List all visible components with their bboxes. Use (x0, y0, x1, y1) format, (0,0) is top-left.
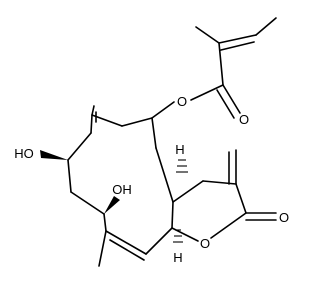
wedge-hydroxyl-left (40, 150, 68, 160)
ring-bond-4 (90, 114, 93, 134)
bond-ring-methyl (98, 230, 107, 267)
ester-oxygen-label: O (177, 94, 187, 109)
hydroxyl-center-label: OH (112, 182, 132, 197)
ring-bond-3 (91, 114, 123, 127)
ring-bond-6 (67, 159, 72, 193)
hydroxyl-left-label: HO (14, 146, 34, 161)
ester-side-chain (190, 17, 277, 119)
stereo-h-right-label: H (173, 250, 182, 265)
molecule-structure: O O HO OH O O (14, 17, 289, 267)
wedge-hydroxyl-center (104, 196, 120, 214)
stereo-h-left-label: H (175, 142, 184, 157)
bond-methyl-alkene (195, 26, 220, 44)
lactone-bond-4 (210, 212, 247, 239)
carbonyl-oxygen-label: O (239, 112, 249, 127)
bond-alkene-carbonyl (218, 42, 224, 86)
stereo-hash-right (173, 229, 183, 243)
ring-bond-5 (67, 132, 92, 161)
ring-bond-double-second (109, 239, 145, 261)
lactone-bond-1 (172, 180, 204, 203)
ring-bond-10 (171, 201, 174, 229)
ring-bond-8 (103, 213, 107, 232)
ring-bond-double (105, 230, 147, 255)
stereo-hash-left (176, 159, 188, 173)
lactone-bond-3 (235, 183, 247, 214)
lactone-bond-2 (202, 180, 237, 185)
ring-bond-9 (145, 227, 173, 255)
ring-bond-7 (70, 191, 105, 215)
lactone-carbonyl-oxygen-label: O (279, 210, 289, 225)
bond-exo-methylene-left (91, 105, 95, 116)
bond-ester-o-ring (151, 101, 175, 119)
ring-bond-1 (151, 117, 157, 149)
ring-bond-11 (155, 147, 174, 203)
bond-carbonyl-double (222, 84, 241, 114)
lactone-ring-oxygen-label: O (200, 236, 210, 251)
ring-bond-2 (121, 117, 153, 127)
lactone-ring (171, 180, 247, 242)
bond-alkene-double (218, 34, 257, 44)
bond-carbonyl-double-second (216, 89, 235, 119)
bond-carbonyl-ester-o (190, 84, 224, 101)
bond-terminal-methyl (255, 17, 277, 36)
bond-alkene-double-second (220, 41, 255, 51)
ten-membered-ring (67, 114, 174, 261)
structure-canvas: O O HO OH O O (14, 17, 290, 267)
